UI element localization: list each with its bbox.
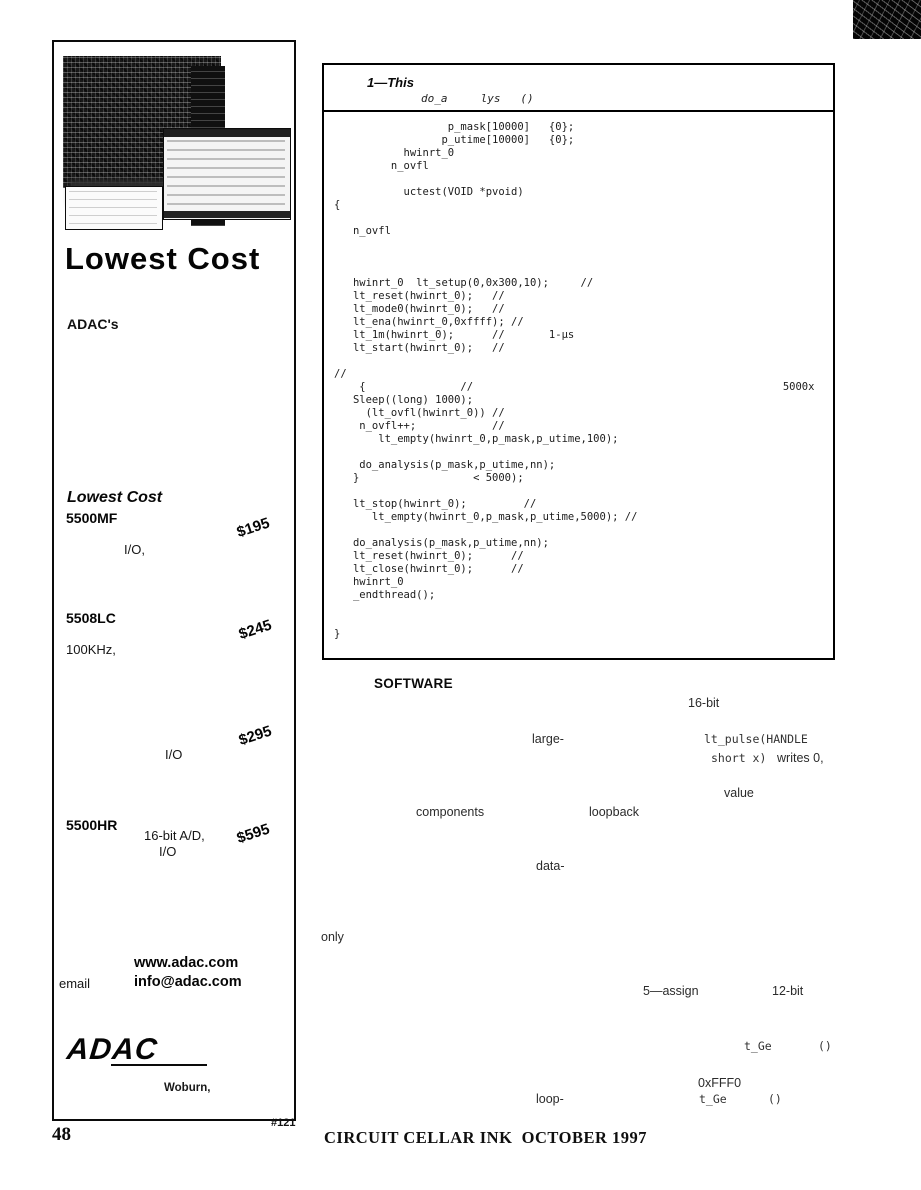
article-fragment: data- [536,859,565,873]
article-fragment: 16-bit [688,696,720,710]
product-model: 5500HR [66,817,118,833]
ad-brand-line: ADAC's [67,316,119,332]
article-fragment: loop- [536,1092,564,1106]
ad-city: Woburn, [164,1082,211,1094]
inline-code-fragment: () [768,1092,782,1106]
adac-advertisement: Lowest Cost ADAC's Lowest Cost 5500MF $1… [52,40,296,1121]
listing-code: p_mask[10000] {0}; p_utime[10000] {0}; h… [334,121,815,640]
inline-code-fragment: t_Ge [744,1039,772,1053]
screenshot-statusbar [164,211,290,218]
ad-headline: Lowest Cost [65,241,261,276]
product-price: $195 [234,514,272,541]
product-price: $245 [236,616,274,643]
article-fragment: value [724,786,754,800]
product-photo [63,52,291,232]
product-price: $595 [234,820,272,847]
screenshot-body [167,140,285,214]
screenshot-small-body [69,190,157,224]
product-price: $295 [236,722,274,749]
listing-caption-subtitle: do_a lys () [421,92,534,105]
article-fragment: large- [532,732,564,746]
product-detail: I/O [165,747,183,762]
code-listing-box: 1—This do_a lys () p_mask[10000] {0}; p_… [322,63,835,660]
product-model: 5500MF [66,510,118,526]
screenshot-titlebar [164,129,290,137]
ad-website-url: www.adac.com [134,955,239,971]
ad-email-address: info@adac.com [134,974,242,990]
article-fragment: loopback [589,805,640,819]
magazine-title-footer: CIRCUIT CELLAR INK OCTOBER 1997 [324,1128,647,1147]
inline-code-fragment: t_Ge [699,1092,727,1106]
product-detail: 16-bit A/D, [144,828,205,843]
article-fragment: 5—assign [643,984,699,998]
product-detail: I/O, [124,542,145,557]
logo-underline [111,1064,207,1066]
adac-logo: ADAC [65,1033,160,1066]
article-fragment: 12-bit [772,984,804,998]
inline-code-fragment: short x) [711,751,767,765]
article-section-heading: SOFTWARE [374,676,453,691]
reader-service-number: #121 [271,1117,296,1129]
inline-code-fragment: lt_pulse(HANDLE [704,732,808,746]
product-detail: I/O [159,844,177,859]
page-number: 48 [52,1124,71,1145]
article-fragment: writes 0, [777,751,824,765]
article-fragment: only [321,930,344,944]
product-model: 5508LC [66,610,116,626]
software-screenshot-small [65,186,163,230]
product-detail: 100KHz, [66,642,116,657]
page-corner-mark [853,0,921,39]
listing-caption: 1—This do_a lys () [324,65,833,112]
inline-code-fragment: () [818,1039,832,1053]
ad-section-heading: Lowest Cost [67,489,163,506]
software-screenshot [163,128,291,220]
article-fragment: 0xFFF0 [698,1076,742,1090]
article-fragment: components [416,805,485,819]
listing-caption-title: 1—This [367,75,414,90]
ad-email-label: email [59,976,91,991]
